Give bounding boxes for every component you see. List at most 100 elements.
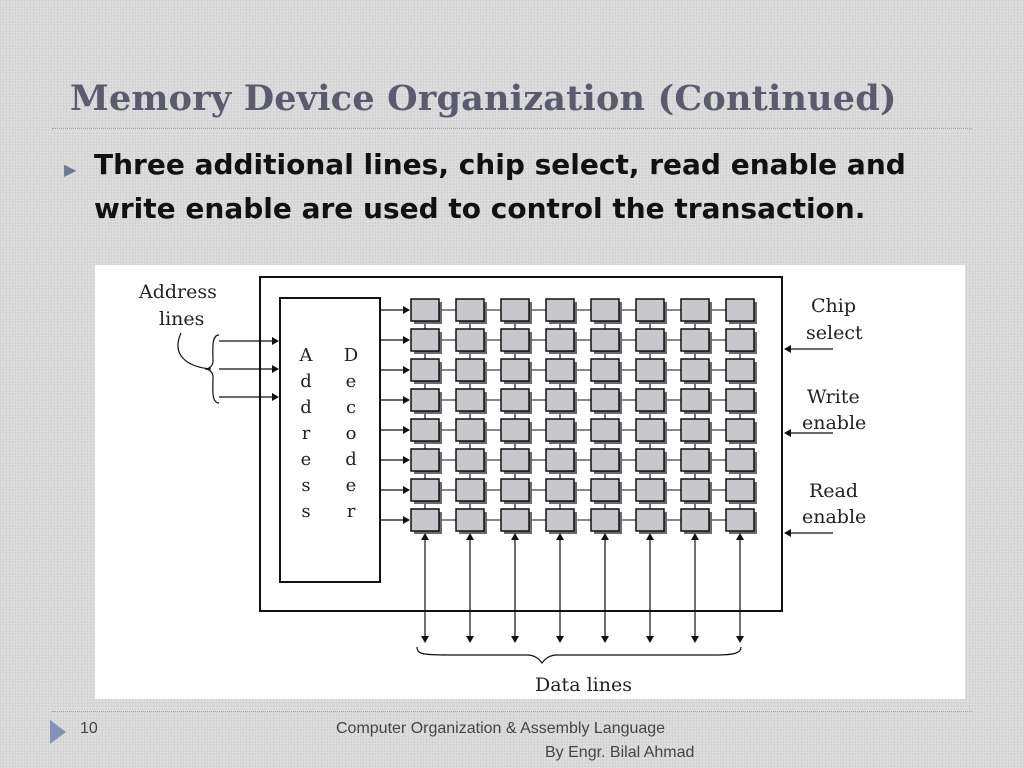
word-line-arrow-4 xyxy=(403,396,410,404)
slide-title: Memory Device Organization (Continued) xyxy=(70,78,897,119)
memory-cell-r2-c4 xyxy=(545,328,575,352)
word-line-arrow-8 xyxy=(403,516,410,524)
memory-cell-r7-c7 xyxy=(680,478,710,502)
read-enable-arrow xyxy=(784,529,791,537)
chip-select-arrow xyxy=(784,345,791,353)
decoder-decoder-letter: c xyxy=(346,397,356,418)
memory-organization-diagram: Address lines Chip select Write enable R… xyxy=(95,265,965,699)
memory-cell-r3-c1 xyxy=(410,358,440,382)
memory-cell-r6-c7 xyxy=(680,448,710,472)
word-line-arrow-7 xyxy=(403,486,410,494)
write-enable-arrow xyxy=(784,429,791,437)
memory-cell-r7-c5 xyxy=(590,478,620,502)
memory-cell-r8-c3 xyxy=(500,508,530,532)
word-line-arrow-1 xyxy=(403,306,410,314)
read-enable-label-2: enable xyxy=(802,506,866,528)
memory-cell-r2-c3 xyxy=(500,328,530,352)
memory-cell-r1-c6 xyxy=(635,298,665,322)
memory-cell-r6-c4 xyxy=(545,448,575,472)
memory-cell-r4-c1 xyxy=(410,388,440,412)
write-enable-label-2: enable xyxy=(802,412,866,434)
memory-cell-r5-c7 xyxy=(680,418,710,442)
address-lines-label-2: lines xyxy=(159,308,204,330)
memory-cell-r8-c7 xyxy=(680,508,710,532)
footer-author: By Engr. Bilal Ahmad xyxy=(545,744,695,761)
memory-cell-r4-c8 xyxy=(725,388,755,412)
decoder-address-letter: s xyxy=(301,475,310,496)
memory-cell-r2-c2 xyxy=(455,328,485,352)
memory-cell-r5-c4 xyxy=(545,418,575,442)
decoder-decoder-letter: r xyxy=(347,501,356,522)
memory-chip-outline xyxy=(259,276,783,612)
title-divider xyxy=(52,128,972,129)
data-line-up-arrow-4 xyxy=(556,533,564,540)
memory-cell-r2-c5 xyxy=(590,328,620,352)
memory-cell-r5-c3 xyxy=(500,418,530,442)
memory-cell-r1-c4 xyxy=(545,298,575,322)
memory-cell-r6-c1 xyxy=(410,448,440,472)
data-lines-brace xyxy=(416,646,742,664)
memory-cell-r4-c3 xyxy=(500,388,530,412)
memory-cell-r3-c6 xyxy=(635,358,665,382)
decoder-decoder-letter: o xyxy=(346,423,357,444)
bullet-arrow-icon: ▶ xyxy=(64,160,77,179)
data-lines-label: Data lines xyxy=(535,674,632,696)
bullet-text: Three additional lines, chip select, rea… xyxy=(94,148,906,225)
memory-cell-r6-c5 xyxy=(590,448,620,472)
word-line-arrow-5 xyxy=(403,426,410,434)
memory-cell-r7-c3 xyxy=(500,478,530,502)
address-line-arrow-2 xyxy=(272,365,279,373)
memory-cell-r6-c2 xyxy=(455,448,485,472)
memory-cell-r1-c1 xyxy=(410,298,440,322)
data-line-up-arrow-1 xyxy=(421,533,429,540)
memory-cell-r2-c7 xyxy=(680,328,710,352)
memory-cell-r1-c2 xyxy=(455,298,485,322)
chip-select-label-2: select xyxy=(806,322,863,344)
memory-cell-r2-c6 xyxy=(635,328,665,352)
memory-cell-r1-c8 xyxy=(725,298,755,322)
decoder-decoder-letter: d xyxy=(345,449,357,470)
word-line-arrow-6 xyxy=(403,456,410,464)
memory-cell-r7-c2 xyxy=(455,478,485,502)
data-line-down-arrow-5 xyxy=(601,636,609,643)
write-enable-label-1: Write xyxy=(807,386,860,408)
memory-cell-r5-c2 xyxy=(455,418,485,442)
address-lines-label-1: Address xyxy=(138,281,217,303)
memory-cell-r8-c1 xyxy=(410,508,440,532)
memory-cell-r5-c5 xyxy=(590,418,620,442)
memory-cell-r6-c3 xyxy=(500,448,530,472)
memory-cell-r2-c8 xyxy=(725,328,755,352)
data-line-down-arrow-1 xyxy=(421,636,429,643)
data-line-up-arrow-6 xyxy=(646,533,654,540)
address-line-arrow-1 xyxy=(272,337,279,345)
memory-cell-r8-c6 xyxy=(635,508,665,532)
memory-cell-r4-c5 xyxy=(590,388,620,412)
memory-cell-r4-c2 xyxy=(455,388,485,412)
footer-course-title: Computer Organization & Assembly Languag… xyxy=(336,720,666,737)
decoder-decoder-letter: e xyxy=(346,475,357,496)
memory-cell-r7-c4 xyxy=(545,478,575,502)
decoder-address-letter: d xyxy=(300,397,312,418)
chip-select-label-1: Chip xyxy=(811,295,856,317)
data-line-down-arrow-3 xyxy=(511,636,519,643)
memory-cell-r3-c8 xyxy=(725,358,755,382)
data-line-up-arrow-3 xyxy=(511,533,519,540)
page-number: 10 xyxy=(80,720,98,737)
decoder-decoder-letter: e xyxy=(346,371,357,392)
memory-cell-r5-c8 xyxy=(725,418,755,442)
memory-cell-r3-c3 xyxy=(500,358,530,382)
decoder-address-letter: r xyxy=(302,423,311,444)
memory-cell-r6-c6 xyxy=(635,448,665,472)
memory-cell-r2-c1 xyxy=(410,328,440,352)
memory-cell-r7-c1 xyxy=(410,478,440,502)
data-line-down-arrow-6 xyxy=(646,636,654,643)
footer-divider xyxy=(52,711,972,712)
address-lines-pointer xyxy=(177,332,212,370)
decoder-address-letter: s xyxy=(301,501,310,522)
address-line-arrow-3 xyxy=(272,393,279,401)
memory-cell-r4-c4 xyxy=(545,388,575,412)
memory-cell-r6-c8 xyxy=(725,448,755,472)
memory-cell-r5-c1 xyxy=(410,418,440,442)
data-line-down-arrow-8 xyxy=(736,636,744,643)
memory-cell-r7-c8 xyxy=(725,478,755,502)
